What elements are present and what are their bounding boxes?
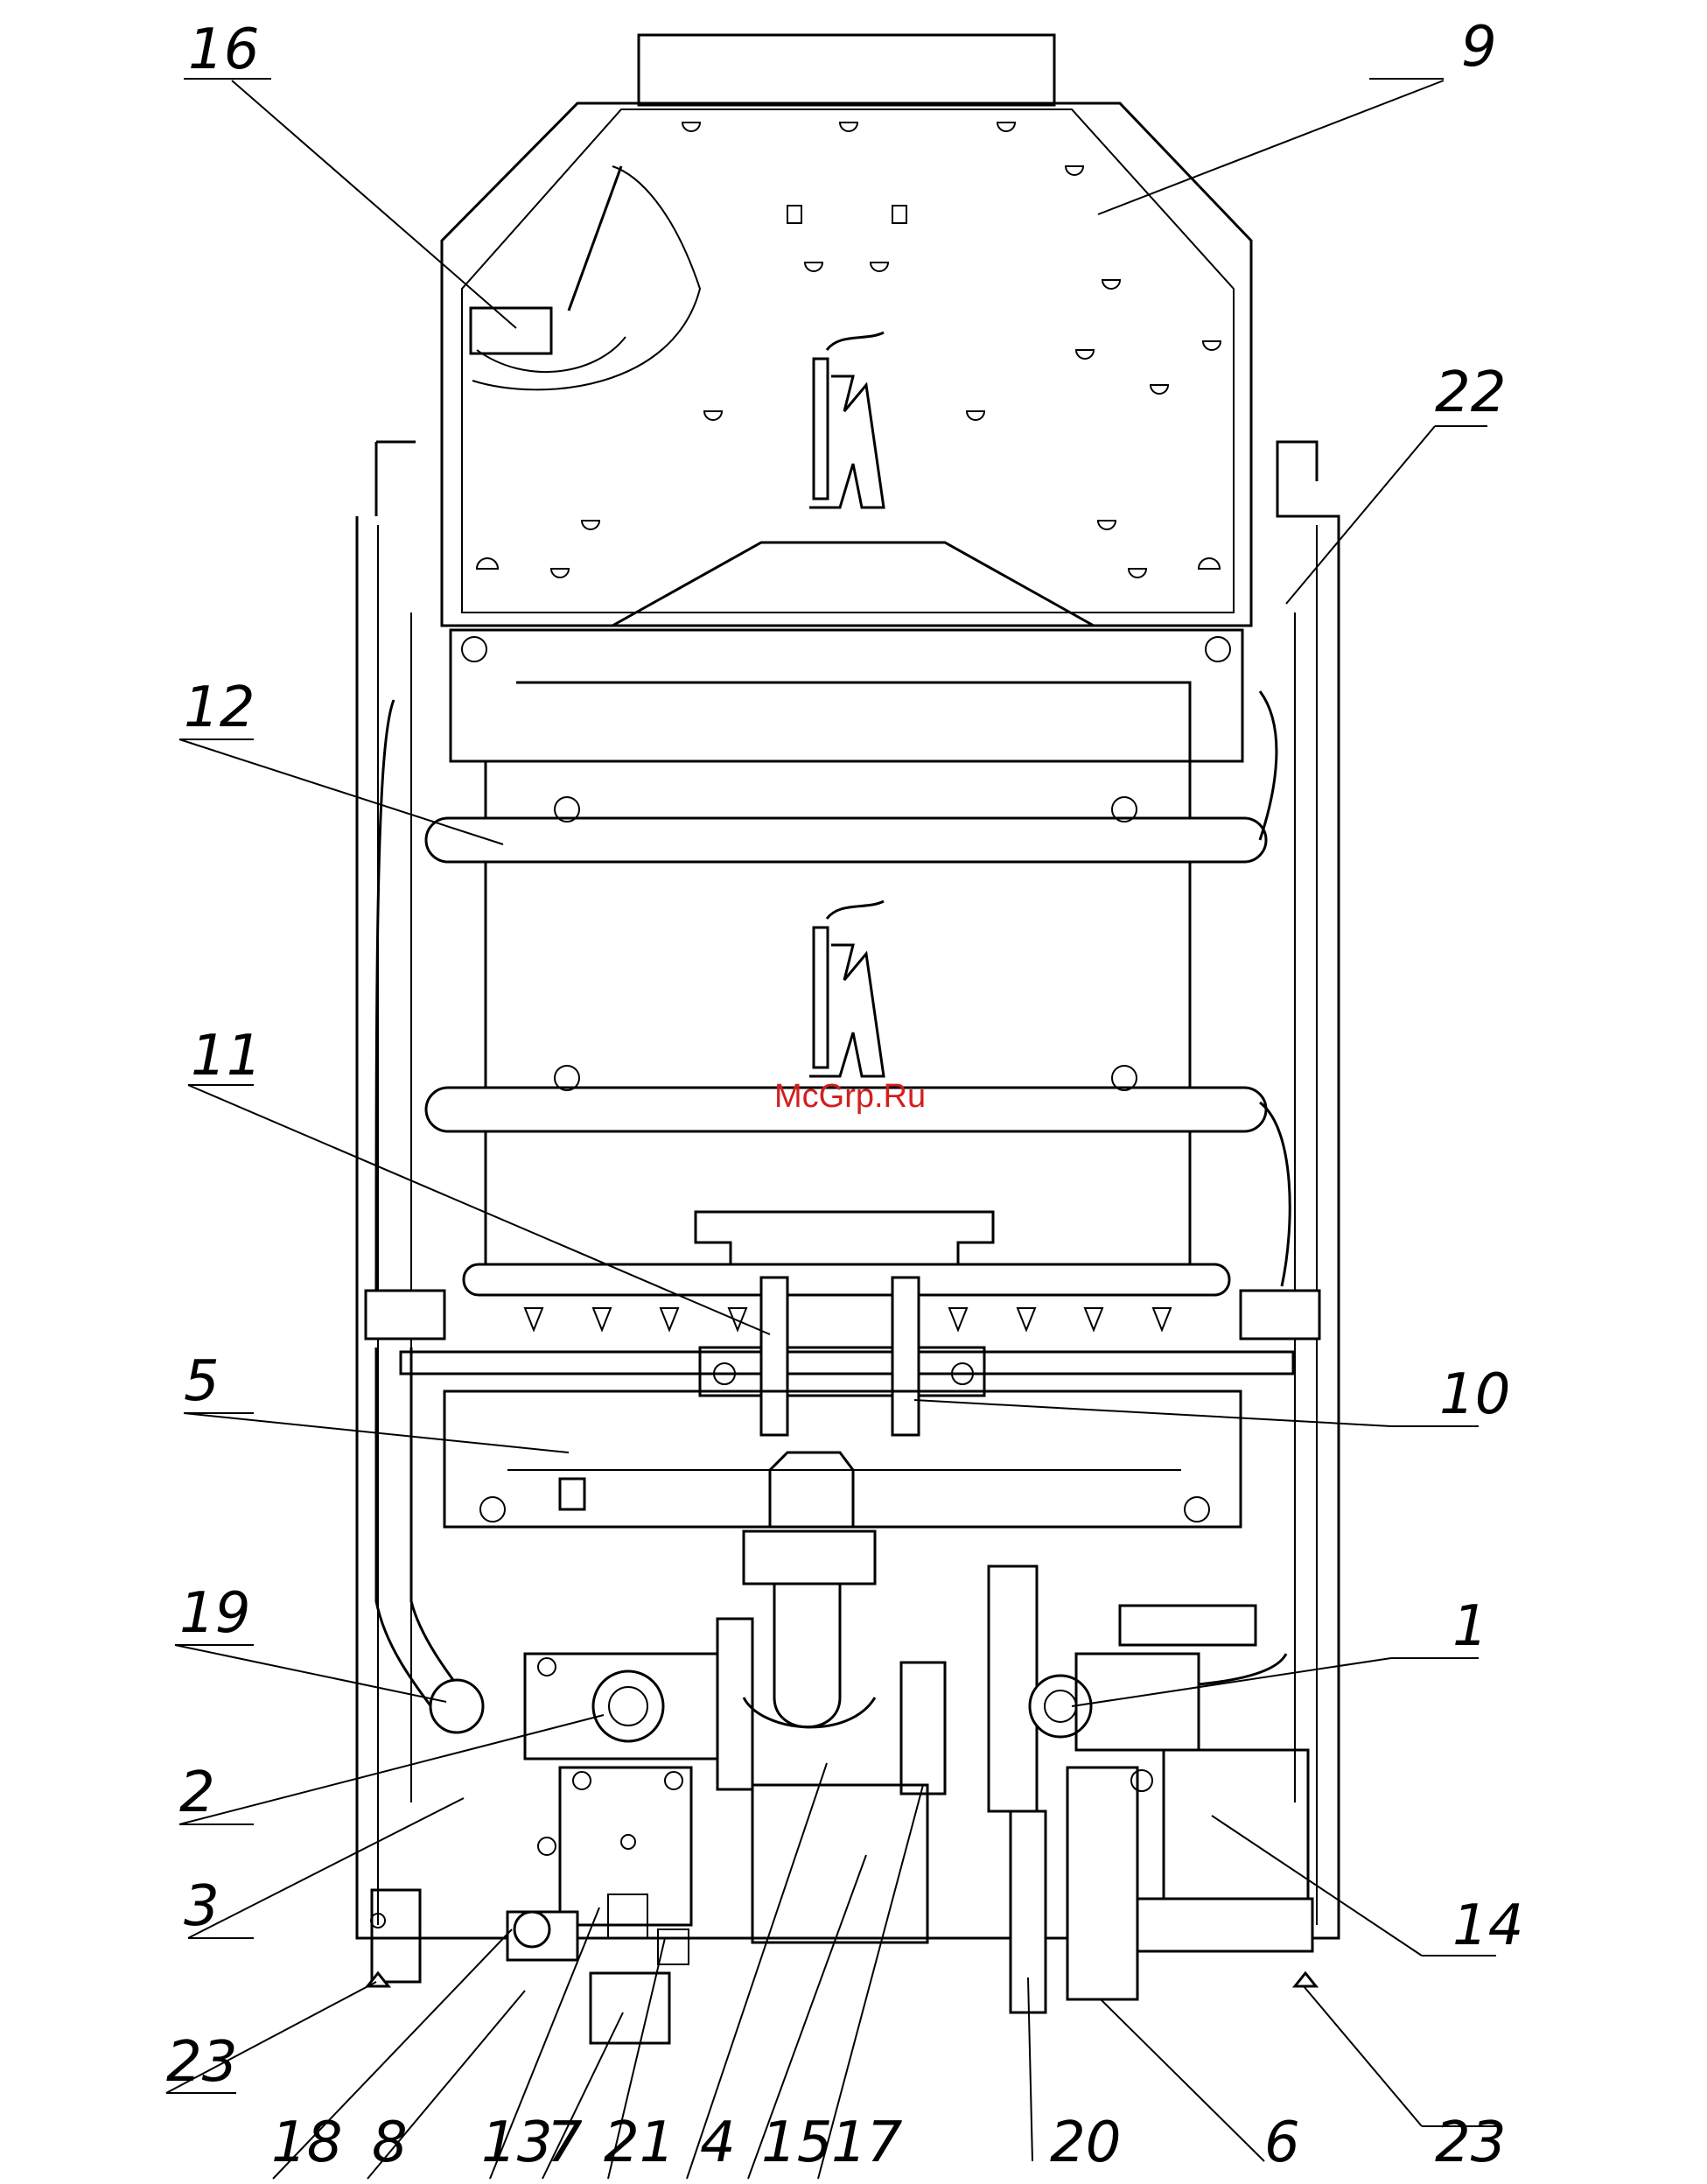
callout-19: 19: [179, 1581, 250, 1646]
callout-8: 8: [372, 2110, 408, 2175]
callout-14: 14: [1452, 1894, 1523, 1958]
callout-2: 2: [179, 1760, 215, 1825]
callout-6: 6: [1264, 2110, 1300, 2175]
burner: [401, 1278, 1293, 1527]
callout-15: 15: [761, 2110, 832, 2175]
callout-20: 20: [1050, 2110, 1121, 2175]
logo-mark: [809, 332, 884, 508]
logo-mark-2: [809, 901, 884, 1076]
callout-7: 7: [547, 2110, 583, 2175]
callout-1: 1: [1452, 1594, 1488, 1659]
callout-3: 3: [184, 1874, 220, 1939]
housing-frame: [357, 442, 1339, 1938]
callout-12: 12: [184, 676, 255, 740]
callout-18: 18: [271, 2110, 342, 2175]
callout-22: 22: [1435, 360, 1506, 425]
callout-11: 11: [191, 1024, 262, 1088]
water-gas-assembly: [366, 1291, 1319, 2043]
callout-13: 13: [481, 2110, 552, 2175]
callout-17: 17: [831, 2110, 903, 2175]
flue-hood: [442, 35, 1251, 626]
callout-21: 21: [604, 2110, 675, 2175]
callout-23-left: 23: [166, 2030, 237, 2095]
callout-16: 16: [188, 18, 259, 82]
callout-10: 10: [1439, 1362, 1510, 1427]
watermark-text: McGrp.Ru: [774, 1078, 926, 1115]
callout-9: 9: [1461, 15, 1497, 80]
callout-5: 5: [184, 1349, 220, 1414]
callout-4: 4: [700, 2110, 736, 2175]
heat-exchanger: [376, 630, 1290, 1295]
callout-23-right: 23: [1435, 2110, 1506, 2175]
